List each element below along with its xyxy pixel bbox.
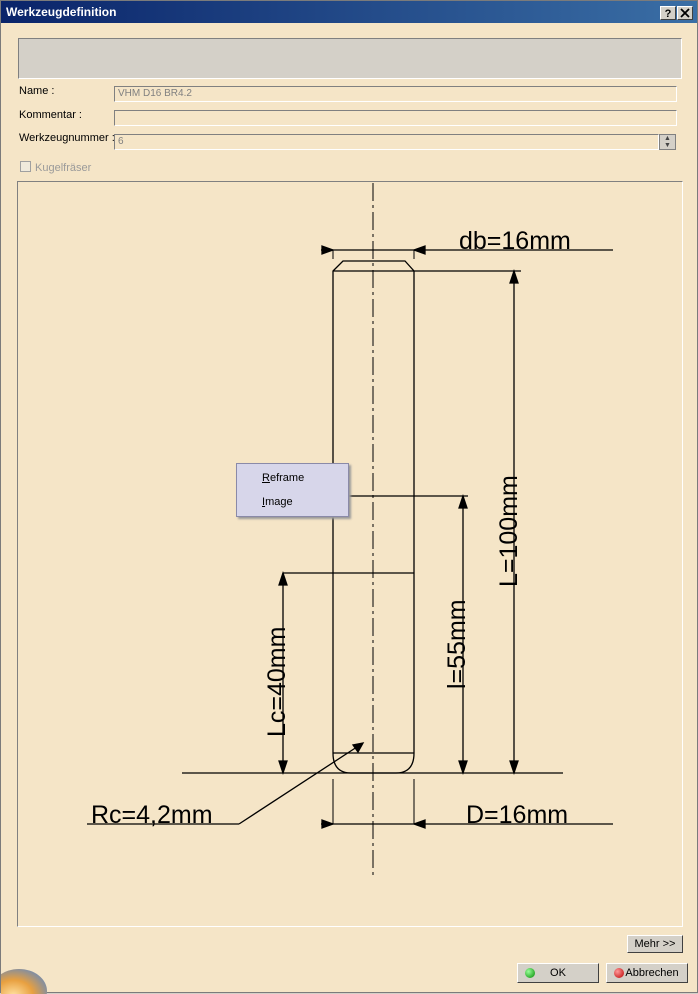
L-label: L=100mm [495,475,523,587]
context-menu: Reframe Image [236,463,349,517]
ball-mill-checkbox[interactable] [20,161,31,172]
ok-status-icon [525,968,535,978]
ok-label: OK [550,967,566,979]
close-icon [680,8,690,18]
app-logo-icon [1,969,47,994]
more-button[interactable]: Mehr >> [627,935,683,953]
name-label: Name : [19,85,55,97]
db-label: db=16mm [459,227,571,255]
cancel-label: Abbrechen [625,967,679,979]
close-button[interactable] [677,6,693,20]
window-title: Werkzeugdefinition [6,5,117,19]
tool-number-spinner[interactable]: ▲ ▼ [659,134,676,150]
menu-item-reframe[interactable]: Reframe [262,472,305,484]
tool-number-field[interactable]: 6 [114,134,659,150]
D-label: D=16mm [466,801,568,829]
tool-drawing-area[interactable]: db=16mm D=16mm Rc=4,2mm L=100mm l=55mm L… [17,181,683,927]
tool-number-label: Werkzeugnummer : [19,132,115,144]
name-field[interactable]: VHM D16 BR4.2 [114,86,677,102]
help-button[interactable]: ? [660,6,676,20]
spin-up-icon[interactable]: ▲ [664,135,671,142]
l-label: l=55mm [443,599,471,689]
tool-drawing: db=16mm D=16mm Rc=4,2mm L=100mm l=55mm L… [87,183,613,876]
ok-button[interactable]: OK [517,963,599,983]
title-bar[interactable]: Werkzeugdefinition ? [1,1,697,23]
Rc-label: Rc=4,2mm [91,801,213,829]
cancel-button[interactable]: Abbrechen [606,963,688,983]
Lc-label: Lc=40mm [263,627,291,737]
info-banner [18,38,682,79]
comment-label: Kommentar : [19,109,82,121]
menu-item-image[interactable]: Image [262,496,293,508]
spin-down-icon[interactable]: ▼ [664,142,671,149]
cancel-status-icon [614,968,624,978]
ball-mill-label: Kugelfräser [35,162,92,174]
comment-field[interactable] [114,110,677,126]
